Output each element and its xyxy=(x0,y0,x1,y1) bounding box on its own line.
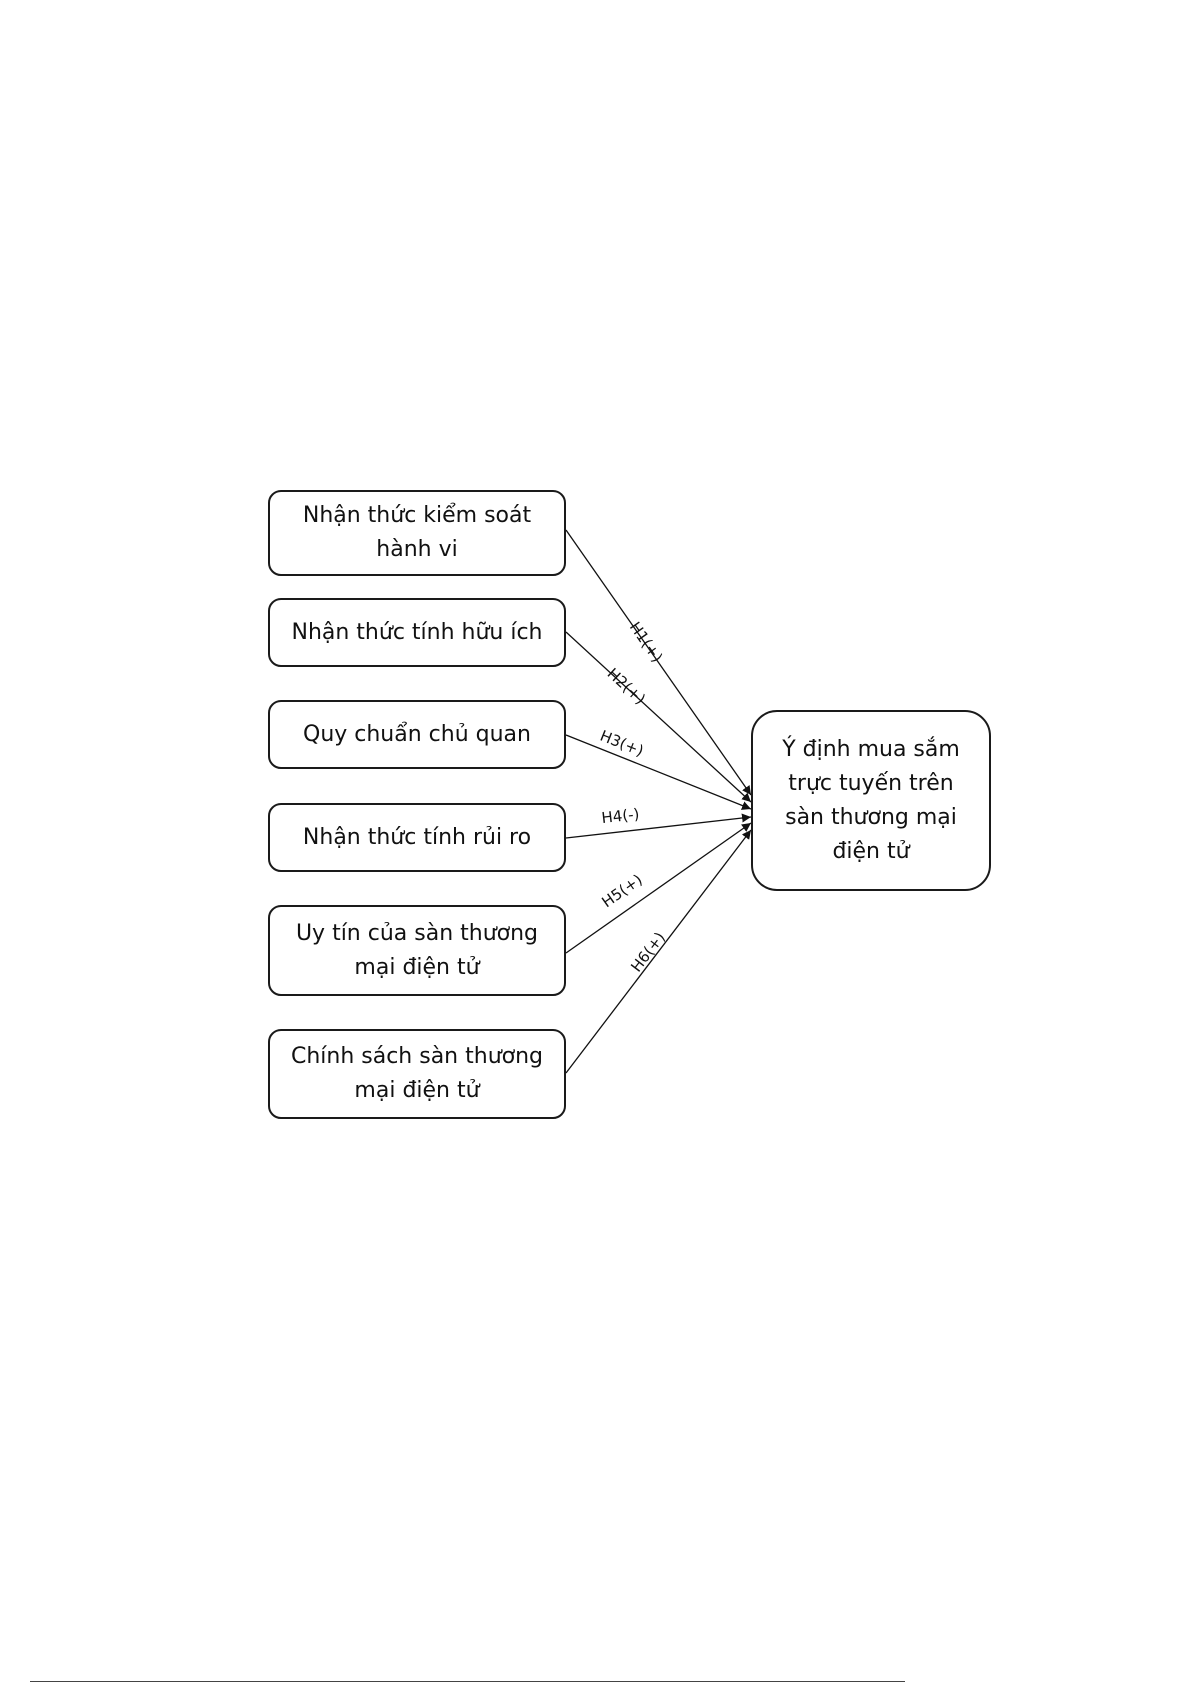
edge-h4 xyxy=(566,817,751,838)
factor-box-6: Chính sách sàn thương mại điện tử xyxy=(268,1029,566,1119)
factor-box-6-label: Chính sách sàn thương mại điện tử xyxy=(284,1040,550,1108)
footer-rule xyxy=(30,1681,905,1682)
hypothesis-label-h6: H6(+) xyxy=(627,929,669,976)
hypothesis-label-h4: H4(-) xyxy=(601,805,641,827)
factor-box-2-label: Nhận thức tính hữu ích xyxy=(291,616,542,650)
factor-box-2: Nhận thức tính hữu ích xyxy=(268,598,566,667)
outcome-box: Ý định mua sắm trực tuyến trên sàn thươn… xyxy=(751,710,991,891)
factor-box-4-label: Nhận thức tính rủi ro xyxy=(303,821,531,855)
factor-box-1: Nhận thức kiểm soát hành vi xyxy=(268,490,566,576)
factor-box-1-label: Nhận thức kiểm soát hành vi xyxy=(284,499,550,567)
factor-box-5-label: Uy tín của sàn thương mại điện tử xyxy=(284,917,550,985)
edge-h3 xyxy=(566,735,751,809)
factor-box-5: Uy tín của sàn thương mại điện tử xyxy=(268,905,566,996)
factor-box-4: Nhận thức tính rủi ro xyxy=(268,803,566,872)
factor-box-3-label: Quy chuẩn chủ quan xyxy=(303,718,531,752)
hypothesis-label-h5: H5(+) xyxy=(598,871,645,912)
outcome-box-label: Ý định mua sắm trực tuyến trên sàn thươn… xyxy=(767,733,975,869)
hypothesis-label-h3: H3(+) xyxy=(598,727,647,760)
hypothesis-label-h1: H1(+) xyxy=(626,618,667,665)
edge-h1 xyxy=(566,530,751,795)
factor-box-3: Quy chuẩn chủ quan xyxy=(268,700,566,769)
hypothesis-label-h2: H2(+) xyxy=(604,664,649,708)
